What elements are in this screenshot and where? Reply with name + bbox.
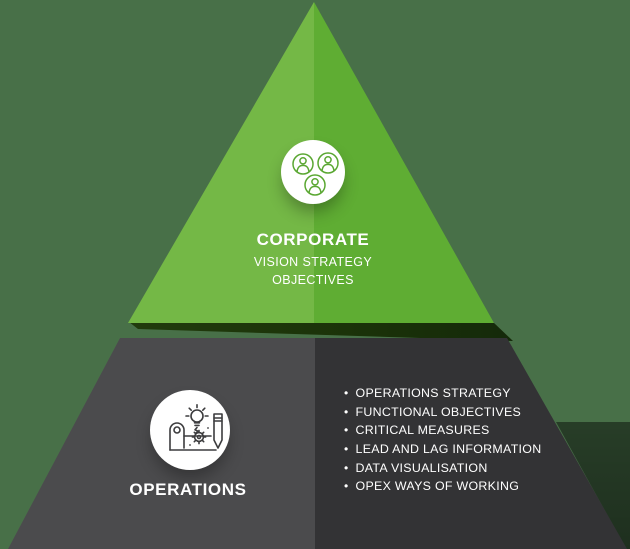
bullet-text: OPEX WAYS OF WORKING <box>355 479 520 494</box>
team-people-icon <box>281 140 345 204</box>
corporate-label: CORPORATE <box>256 230 370 249</box>
blueprint-bulb-gear-pencil-icon <box>150 390 230 470</box>
bullet-text: DATA VISUALISATION <box>355 460 488 475</box>
bullet-dot: • <box>344 404 349 419</box>
list-item: • FUNCTIONAL OBJECTIVES <box>344 403 542 422</box>
bullet-dot: • <box>344 442 349 457</box>
bullet-dot: • <box>344 423 349 438</box>
bullet-text: OPERATIONS STRATEGY <box>355 386 511 401</box>
operations-bullet-list: • OPERATIONS STRATEGY • FUNCTIONAL OBJEC… <box>344 384 542 496</box>
bullet-text: FUNCTIONAL OBJECTIVES <box>355 404 522 419</box>
corporate-sublabel-line2: OBJECTIVES <box>272 273 354 287</box>
bullet-text: CRITICAL MEASURES <box>355 423 490 438</box>
bullet-dot: • <box>344 386 349 401</box>
bullet-text: LEAD AND LAG INFORMATION <box>355 442 542 457</box>
operations-icon-badge <box>150 390 230 470</box>
operations-label: OPERATIONS <box>129 480 247 499</box>
bullet-dot: • <box>344 479 349 494</box>
corporate-icon-badge <box>281 140 345 204</box>
list-item: • DATA VISUALISATION <box>344 458 542 477</box>
list-item: • LEAD AND LAG INFORMATION <box>344 440 542 459</box>
bullet-dot: • <box>344 460 349 475</box>
list-item: • CRITICAL MEASURES <box>344 421 542 440</box>
corporate-sublabel: VISION STRATEGY OBJECTIVES <box>203 253 423 289</box>
list-item: • OPEX WAYS OF WORKING <box>344 477 542 496</box>
corporate-sublabel-line1: VISION STRATEGY <box>253 255 373 269</box>
list-item: • OPERATIONS STRATEGY <box>344 384 542 403</box>
